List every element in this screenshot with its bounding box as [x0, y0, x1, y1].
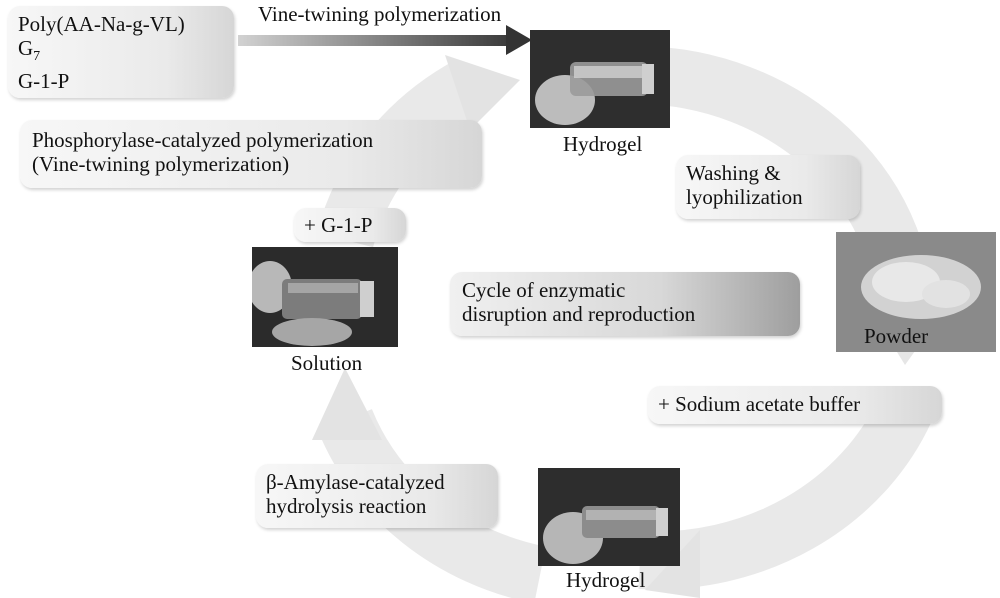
top-process-arrow — [238, 25, 532, 55]
hydrogel-top-caption: Hydrogel — [563, 132, 643, 156]
sodium-acetate-box: + Sodium acetate buffer — [648, 386, 942, 424]
powder-photo — [836, 232, 996, 352]
materials-box: Poly(AA-Na-g-VL) G7 G-1-P — [8, 6, 234, 98]
material-g1p: G-1-P — [18, 69, 70, 94]
hydrogel-bottom-caption: Hydrogel — [566, 568, 646, 592]
hydrogel-bottom-photo — [538, 468, 680, 566]
amylase-step-box: β-Amylase-catalyzed hydrolysis reaction — [256, 464, 498, 528]
solution-photo — [252, 247, 398, 347]
phosphorylase-step-box: Phosphorylase-catalyzed polymerization (… — [20, 120, 482, 188]
material-g7: G7 — [18, 36, 41, 65]
washing-step-box: Washing & lyophilization — [676, 155, 860, 219]
hydrogel-top-photo — [530, 30, 670, 128]
g1p-addition-box: + G-1-P — [294, 208, 406, 242]
solution-caption: Solution — [291, 351, 363, 375]
cycle-title-box: Cycle of enzymatic disruption and reprod… — [450, 272, 800, 336]
powder-caption: Powder — [864, 324, 929, 348]
top-arrow-label: Vine-twining polymerization — [258, 2, 502, 26]
material-polymer: Poly(AA-Na-g-VL) — [18, 12, 185, 36]
